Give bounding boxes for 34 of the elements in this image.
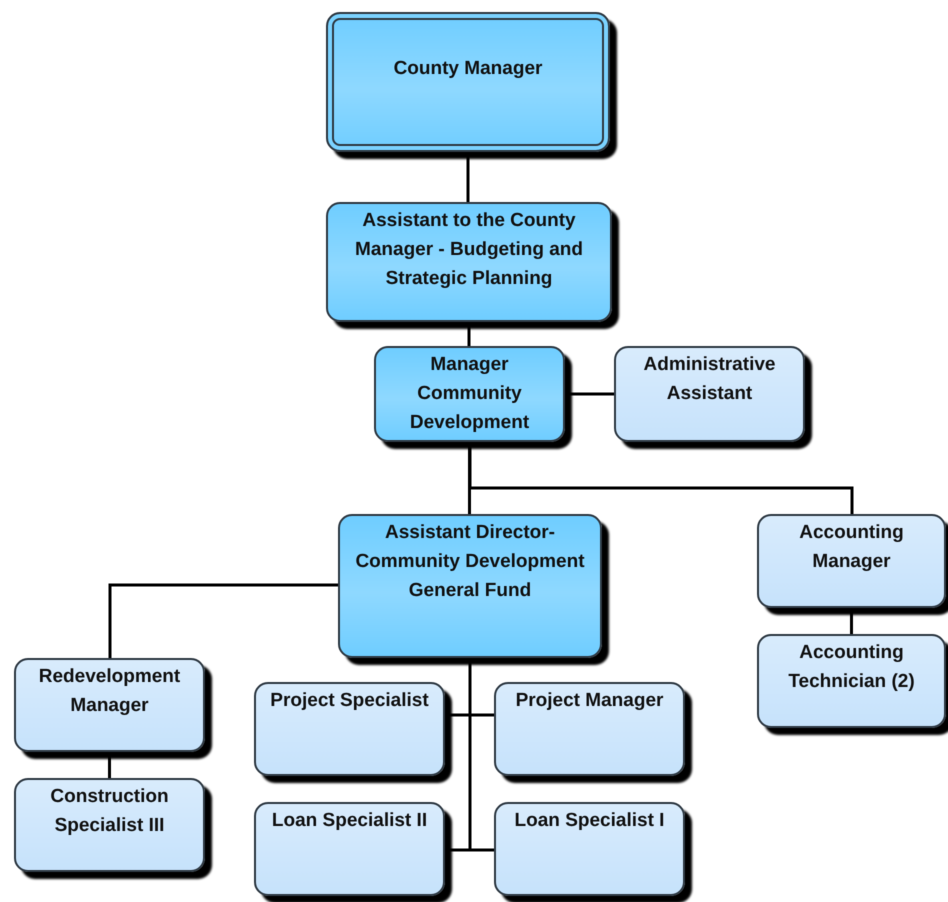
position-title: Loan Specialist I [514, 809, 664, 833]
connector-line [565, 392, 614, 396]
position-title: Redevelopment Manager [38, 665, 182, 718]
position-title: Assistant to the County Manager - Budgeting and Strategic Planning [354, 209, 584, 291]
position-title: County Manager [394, 57, 542, 81]
position-box [254, 682, 445, 776]
connector-line [468, 442, 471, 514]
position-title: Accounting Manager [798, 521, 905, 574]
position-box [614, 346, 805, 442]
connector-line [850, 608, 853, 634]
connector-line [466, 152, 470, 202]
position-title: Manager Community Development [408, 353, 530, 435]
position-title: Project Specialist [270, 689, 429, 713]
position-box [374, 346, 565, 442]
position-title: Administrative Assistant [642, 353, 776, 406]
position-box [326, 202, 612, 322]
connector-line [108, 752, 111, 778]
connector-line [468, 322, 470, 346]
connector-line [108, 584, 338, 658]
position-box [494, 802, 685, 896]
position-title: Accounting Technician (2) [787, 641, 916, 694]
position-title: Loan Specialist II [272, 809, 428, 833]
position-box [254, 802, 445, 896]
position-title: Assistant Director- Community Development General Fund [354, 521, 586, 603]
position-title: Construction Specialist III [49, 785, 170, 838]
position-box [14, 778, 205, 872]
position-box [338, 514, 602, 658]
position-box [757, 514, 946, 608]
connector-line [468, 442, 854, 514]
position-box [494, 682, 685, 776]
position-title: Project Manager [516, 689, 664, 713]
position-box [757, 634, 946, 728]
position-box [326, 12, 610, 152]
position-box [14, 658, 205, 752]
